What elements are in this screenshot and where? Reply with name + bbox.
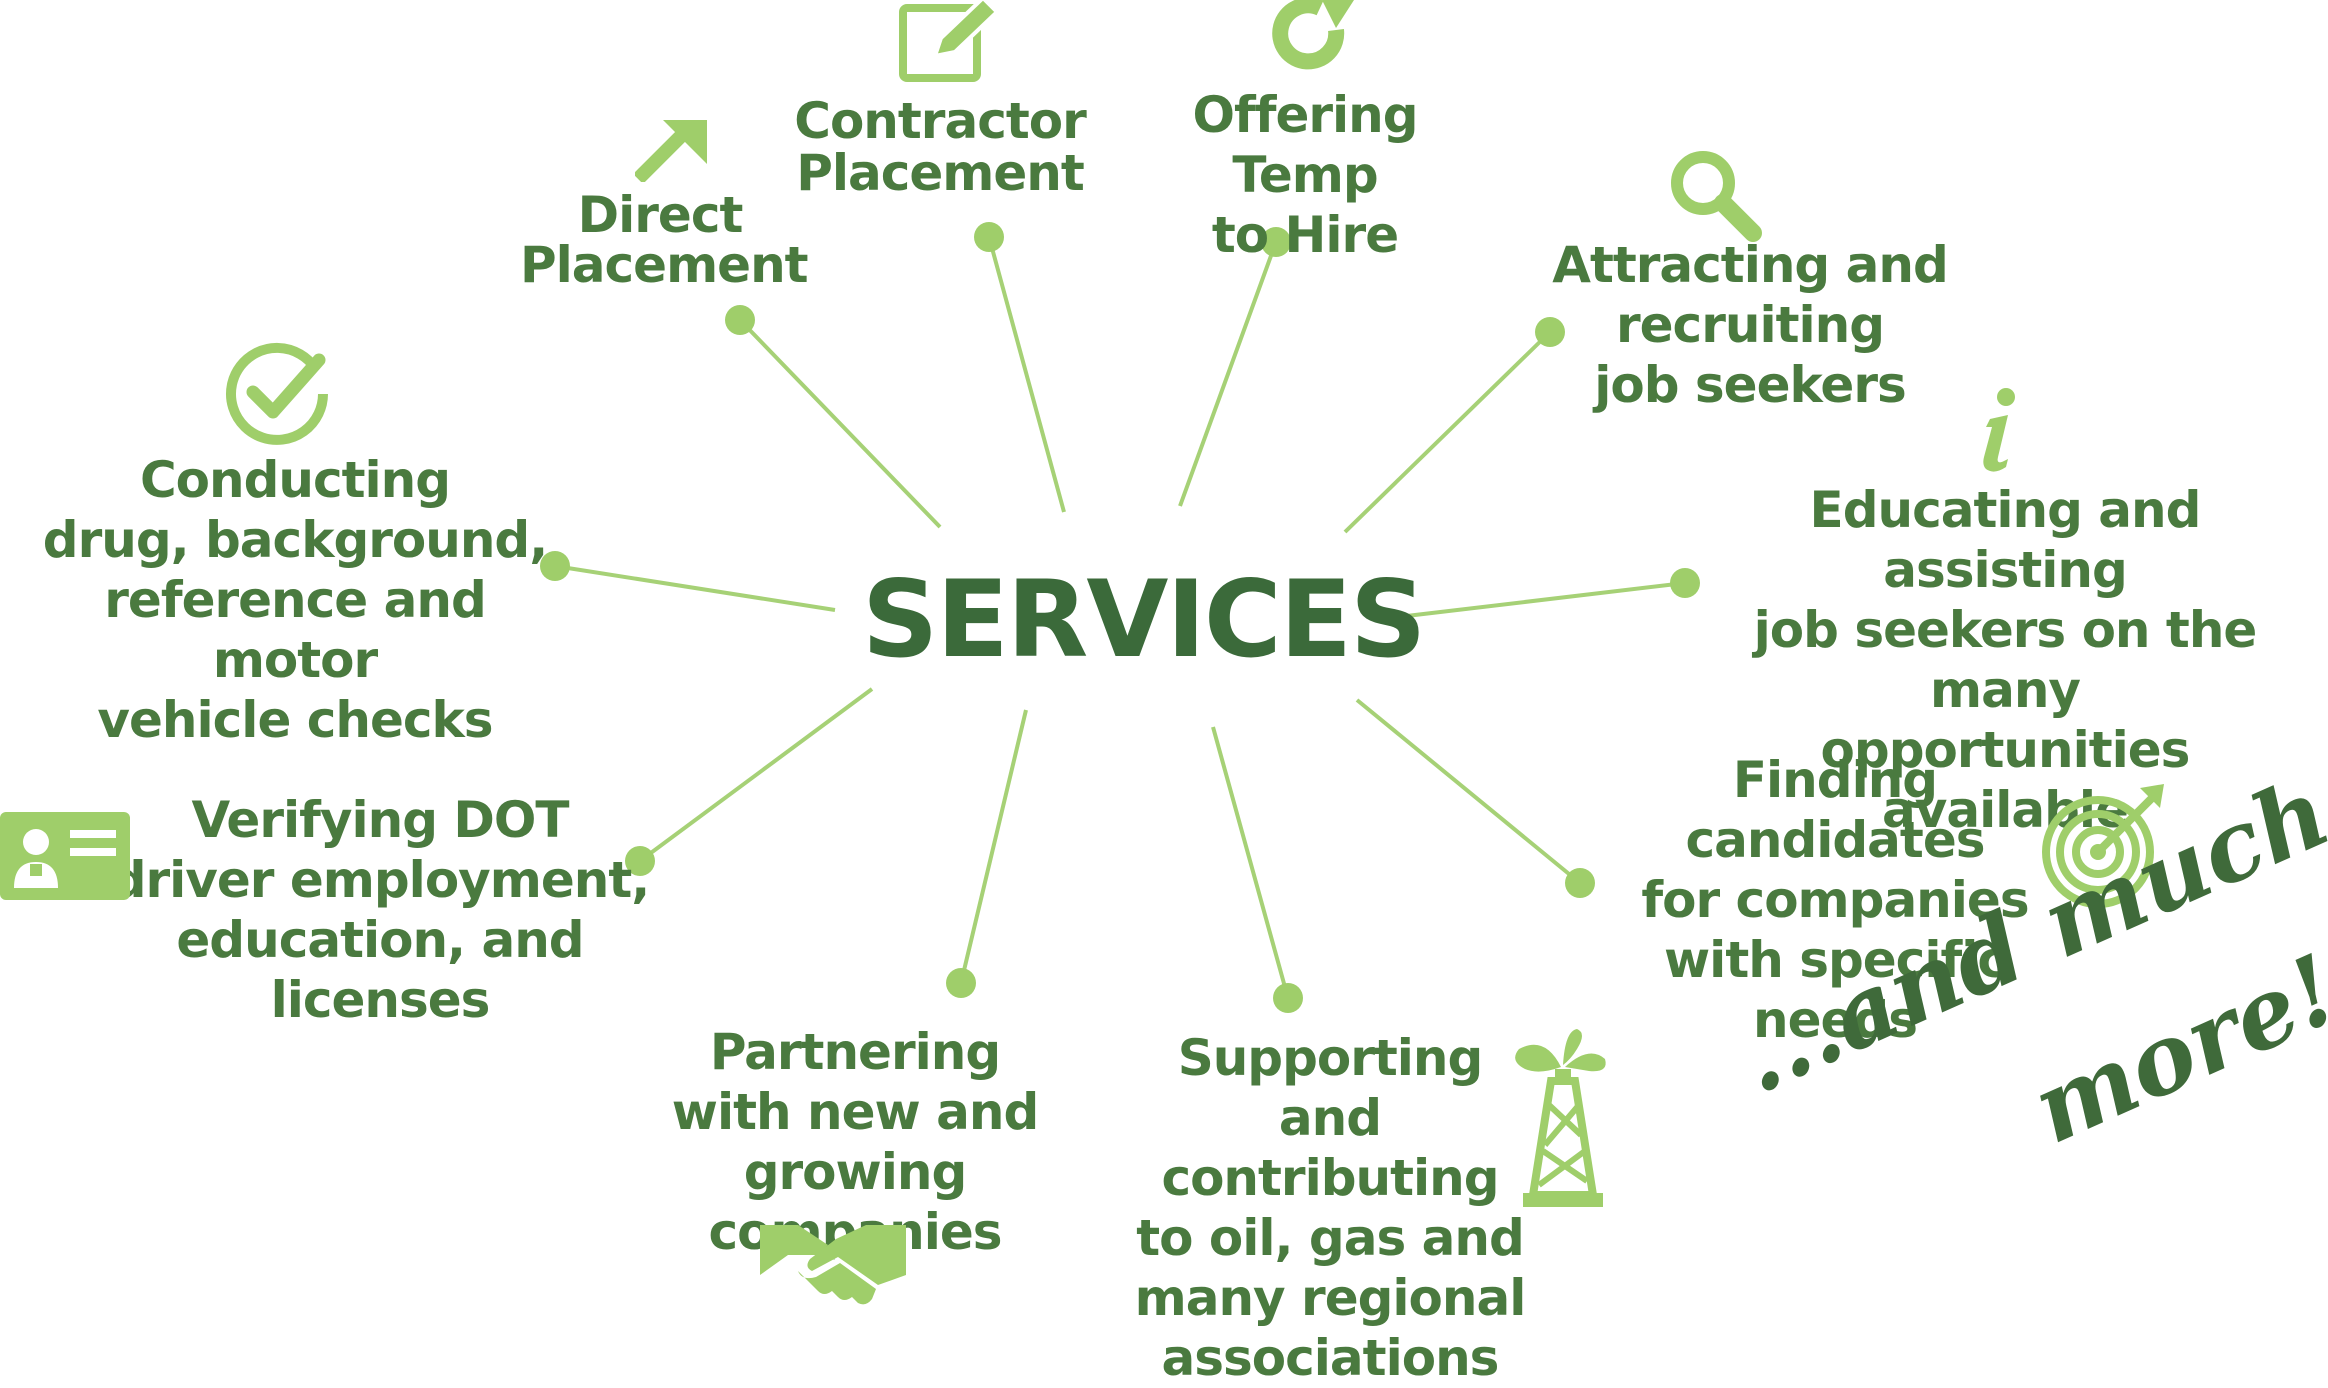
dot-conducting <box>540 551 570 581</box>
dot-temp <box>1261 227 1291 257</box>
spoke-verifying <box>638 687 874 863</box>
oil-derrick-icon <box>1515 1029 1606 1207</box>
label-partnering: Partnering with new and growing companie… <box>671 1023 1039 1261</box>
spoke-contractor <box>987 236 1066 513</box>
diagram-title: SERVICES <box>862 558 1426 681</box>
spoke-educate <box>1397 581 1686 619</box>
dot-contractor <box>974 222 1004 252</box>
refresh-icon <box>1272 0 1354 70</box>
spoke-direct <box>738 318 942 529</box>
handshake-icon <box>760 1225 906 1305</box>
label-supporting: Supporting and contributing to oil, gas … <box>1134 1029 1527 1387</box>
spoke-partnering <box>959 709 1028 984</box>
spoke-finding <box>1355 698 1582 885</box>
magnifier-icon <box>1671 151 1762 242</box>
label-offering-temp: Offering Temp to Hire <box>1192 86 1418 264</box>
id-card-icon <box>0 812 130 900</box>
edit-icon <box>899 0 1000 82</box>
label-attracting: Attracting and recruiting job seekers <box>1552 236 1949 414</box>
label-conducting: Conducting drug, background, reference a… <box>42 451 548 749</box>
target-icon <box>2042 784 2164 908</box>
spoke-conducting <box>554 564 836 612</box>
arrow-up-right-icon <box>635 120 707 182</box>
label-verifying: Verifying DOT driver employment, educati… <box>110 791 651 1029</box>
services-diagram <box>540 222 1700 1013</box>
dot-verifying <box>625 846 655 876</box>
dot-direct <box>725 305 755 335</box>
spoke-supporting <box>1211 726 1290 999</box>
dot-educate <box>1670 568 1700 598</box>
spoke-attract <box>1343 330 1552 534</box>
label-contractor-placement: Contractor Placement <box>794 92 1087 202</box>
label-educating: Educating and assisting job seekers on t… <box>1753 481 2258 839</box>
dot-attract <box>1535 317 1565 347</box>
checkmark-circle-icon <box>226 342 328 445</box>
info-icon <box>1983 388 2015 472</box>
spoke-temp <box>1178 241 1278 507</box>
dot-partnering <box>946 968 976 998</box>
dot-finding <box>1565 868 1595 898</box>
label-direct-placement: Direct Placement <box>520 186 809 294</box>
label-finding: Finding candidates for companies with sp… <box>1641 751 2029 1049</box>
dot-supporting <box>1273 983 1303 1013</box>
